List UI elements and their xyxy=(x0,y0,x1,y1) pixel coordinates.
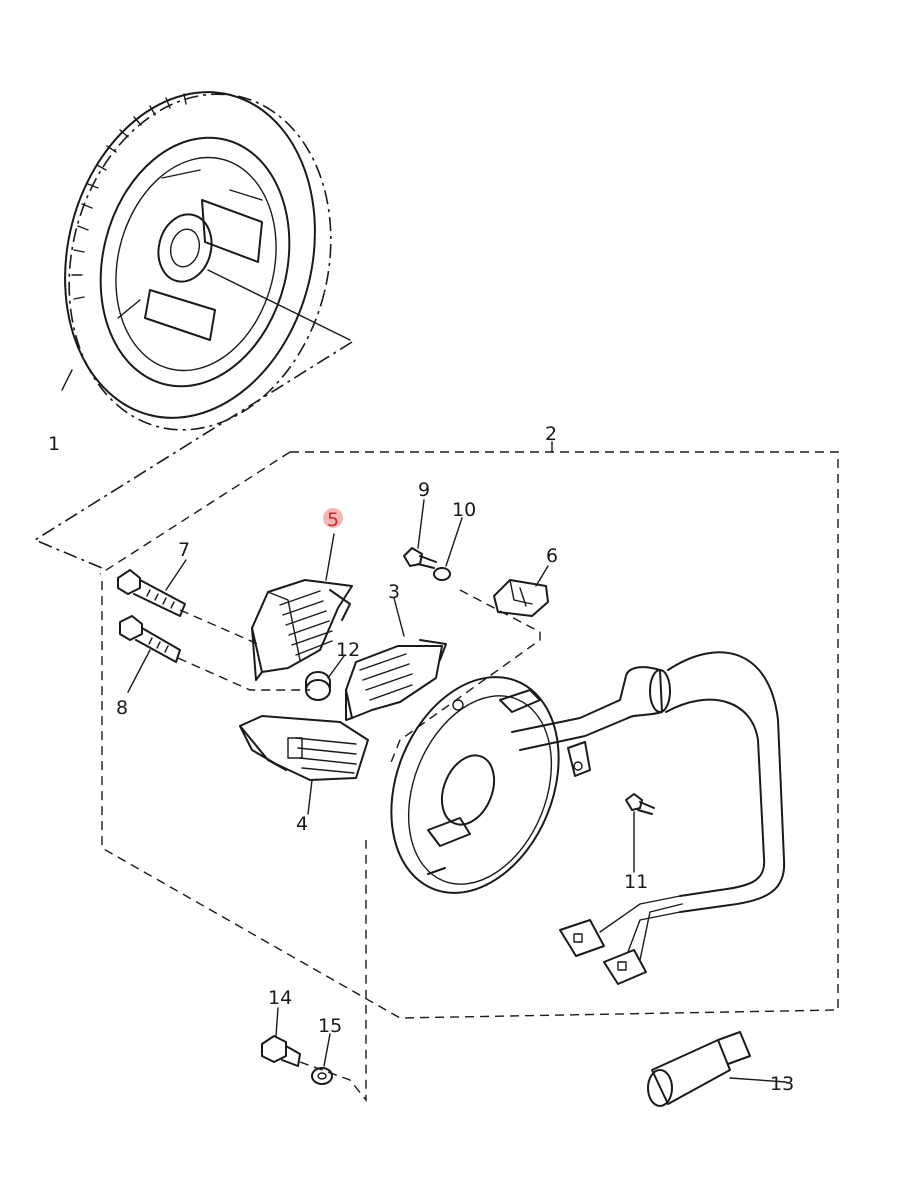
label-7: 7 xyxy=(178,539,190,561)
coil-4 xyxy=(239,715,369,781)
connector-a xyxy=(559,919,605,957)
bolt-7 xyxy=(117,569,186,617)
label-13: 13 xyxy=(770,1073,794,1095)
label-9: 9 xyxy=(418,479,430,501)
screw-11 xyxy=(625,793,655,815)
label-3: 3 xyxy=(388,581,400,603)
spacer-12 xyxy=(305,671,331,701)
washer-10 xyxy=(433,567,451,581)
pin-13 xyxy=(647,1031,751,1107)
label-8: 8 xyxy=(116,697,128,719)
ring-gear-teeth xyxy=(71,93,187,300)
wire-harness xyxy=(559,651,786,985)
label-14: 14 xyxy=(268,987,292,1009)
stator-assembly-frame xyxy=(99,441,839,1019)
label-15: 15 xyxy=(318,1015,342,1037)
coil-3 xyxy=(345,639,447,721)
bolt-14 xyxy=(261,1035,301,1067)
label-4: 4 xyxy=(296,813,308,835)
label-1: 1 xyxy=(48,433,60,455)
coil-5 xyxy=(251,579,353,681)
stator-plate xyxy=(390,676,629,894)
bolt-7-path xyxy=(179,609,261,646)
washer-15 xyxy=(311,1067,333,1085)
screw-9 xyxy=(403,547,437,569)
part-labels: 1 2 3 4 5 6 7 8 9 10 11 12 13 14 15 xyxy=(48,423,794,1095)
leader-lines xyxy=(127,499,787,1083)
terminal-6 xyxy=(389,579,549,766)
label-2: 2 xyxy=(545,423,557,445)
bolt-8-path xyxy=(177,657,310,691)
label-11: 11 xyxy=(624,871,648,893)
bolt-14-path xyxy=(299,840,367,1102)
connector-b xyxy=(603,949,647,985)
label-10: 10 xyxy=(452,499,476,521)
flywheel-rotor xyxy=(61,91,351,431)
label-6: 6 xyxy=(546,545,558,567)
highlight-marker xyxy=(323,508,343,528)
bolt-8 xyxy=(119,615,181,663)
label-5: 5 xyxy=(327,509,339,531)
label-12: 12 xyxy=(336,639,360,661)
rotor-stator-link-line xyxy=(33,341,353,569)
